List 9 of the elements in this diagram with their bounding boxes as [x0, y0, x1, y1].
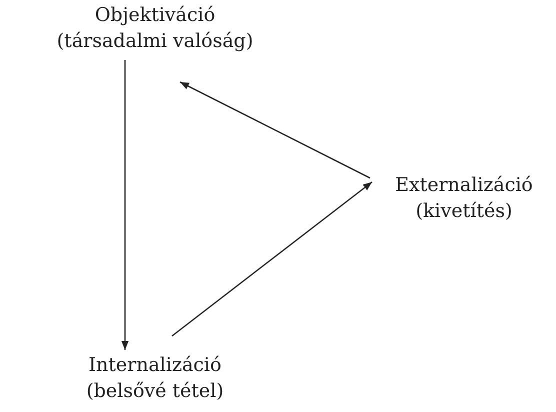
node-subtitle: (belsővé tétel) — [86, 379, 224, 404]
node-title: Objektiváció — [94, 3, 216, 28]
arrow — [180, 81, 370, 179]
node-title: Externalizáció — [395, 173, 533, 198]
node-subtitle: (társadalmi valóság) — [56, 29, 254, 54]
node-title: Internalizáció — [88, 353, 222, 378]
arrow — [121, 60, 129, 350]
node-subtitle: (kivetítés) — [416, 199, 512, 224]
arrow — [172, 181, 372, 337]
